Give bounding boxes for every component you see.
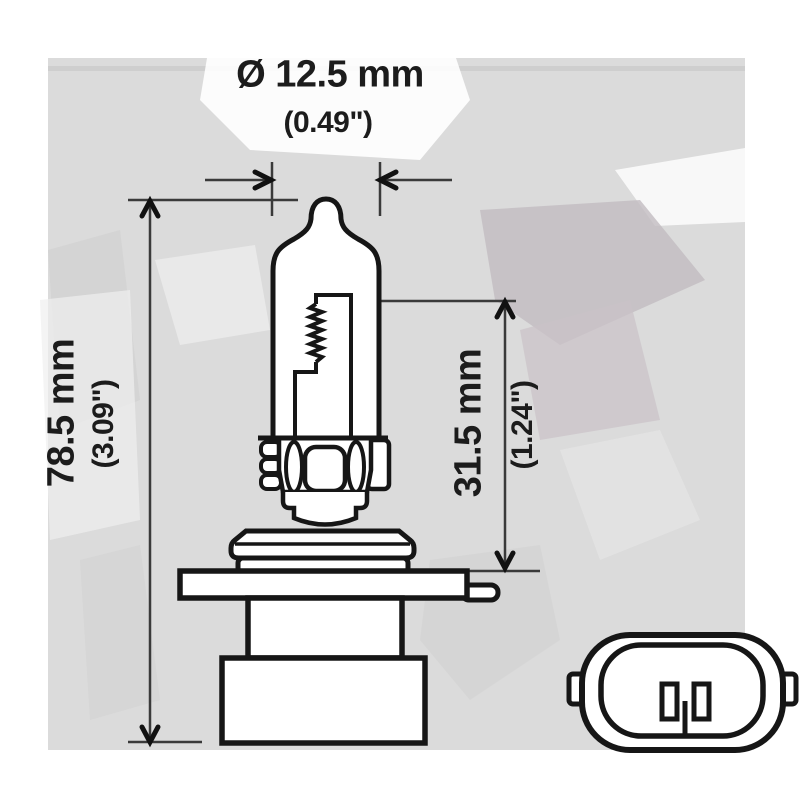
connector-end-view: [566, 632, 799, 753]
collar-rings: [228, 528, 417, 576]
diameter-metric-label: Ø 12.5 mm: [236, 53, 424, 96]
arrow-left-icon: [374, 169, 399, 191]
connector-housing: [219, 655, 428, 746]
arrow-up-icon: [494, 296, 516, 320]
arrow-up-icon: [139, 195, 161, 219]
overall-length-metric-label: 78.5 mm: [40, 338, 83, 488]
dimension-lines: [128, 162, 540, 744]
arrow-down-icon: [139, 724, 161, 748]
filament-length-imperial-label: (1.24"): [506, 380, 539, 470]
dimension-diameter: [205, 162, 452, 216]
arrow-down-icon: [494, 550, 516, 574]
connector-pin-slot-right: [691, 681, 712, 722]
filament-length-metric-label: 31.5 mm: [447, 348, 490, 498]
dimension-overall-length: [128, 198, 298, 744]
connector-pin-slot-left: [659, 681, 680, 722]
base-holder: [258, 435, 392, 527]
diameter-imperial-label: (0.49"): [283, 106, 373, 139]
dimension-arrowheads: [139, 169, 516, 748]
filament: [293, 293, 353, 437]
overall-length-imperial-label: (3.09"): [87, 379, 120, 469]
bulb-side-view: [177, 196, 501, 746]
base-body: [245, 595, 405, 661]
base-skirt: [280, 492, 370, 527]
arrow-right-icon: [252, 169, 277, 191]
